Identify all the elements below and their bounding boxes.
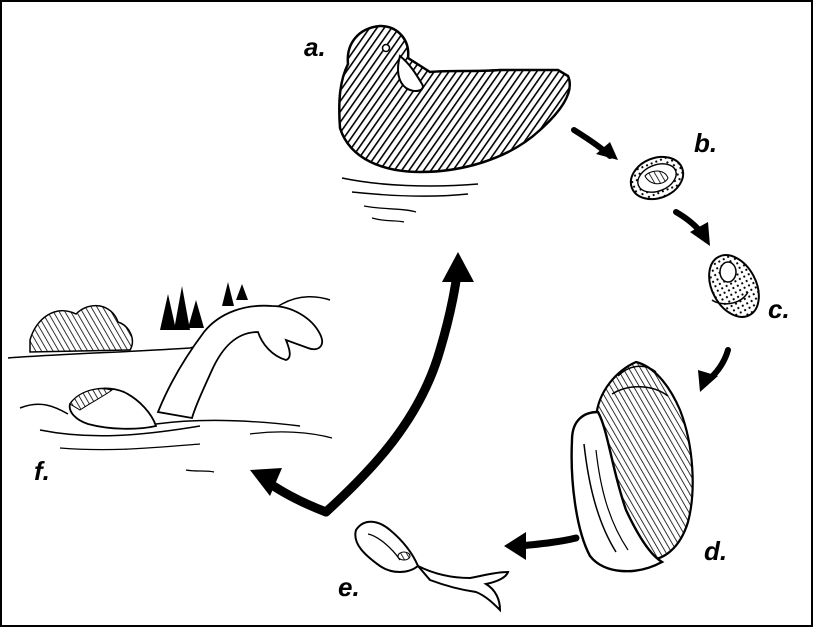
arrow-d-to-e [504, 532, 576, 560]
arrow-b-to-c [676, 212, 710, 246]
stage-label-b: b. [694, 130, 717, 156]
stage-label-d: d. [704, 538, 727, 564]
arrow-e-to-a [326, 252, 474, 512]
arrow-c-to-d [698, 350, 728, 392]
arrow-e-to-f [250, 468, 326, 512]
swimmer-icon [8, 282, 332, 472]
stage-label-f: f. [34, 458, 50, 484]
stage-label-a: a. [304, 34, 326, 60]
snail-icon [572, 362, 693, 571]
arrow-a-to-b [574, 130, 618, 160]
cercaria-icon [355, 522, 508, 610]
miracidium-icon [699, 247, 769, 326]
egg-icon [624, 149, 689, 206]
duck-icon [339, 26, 569, 222]
stage-label-e: e. [338, 574, 360, 600]
stage-label-c: c. [768, 296, 790, 322]
